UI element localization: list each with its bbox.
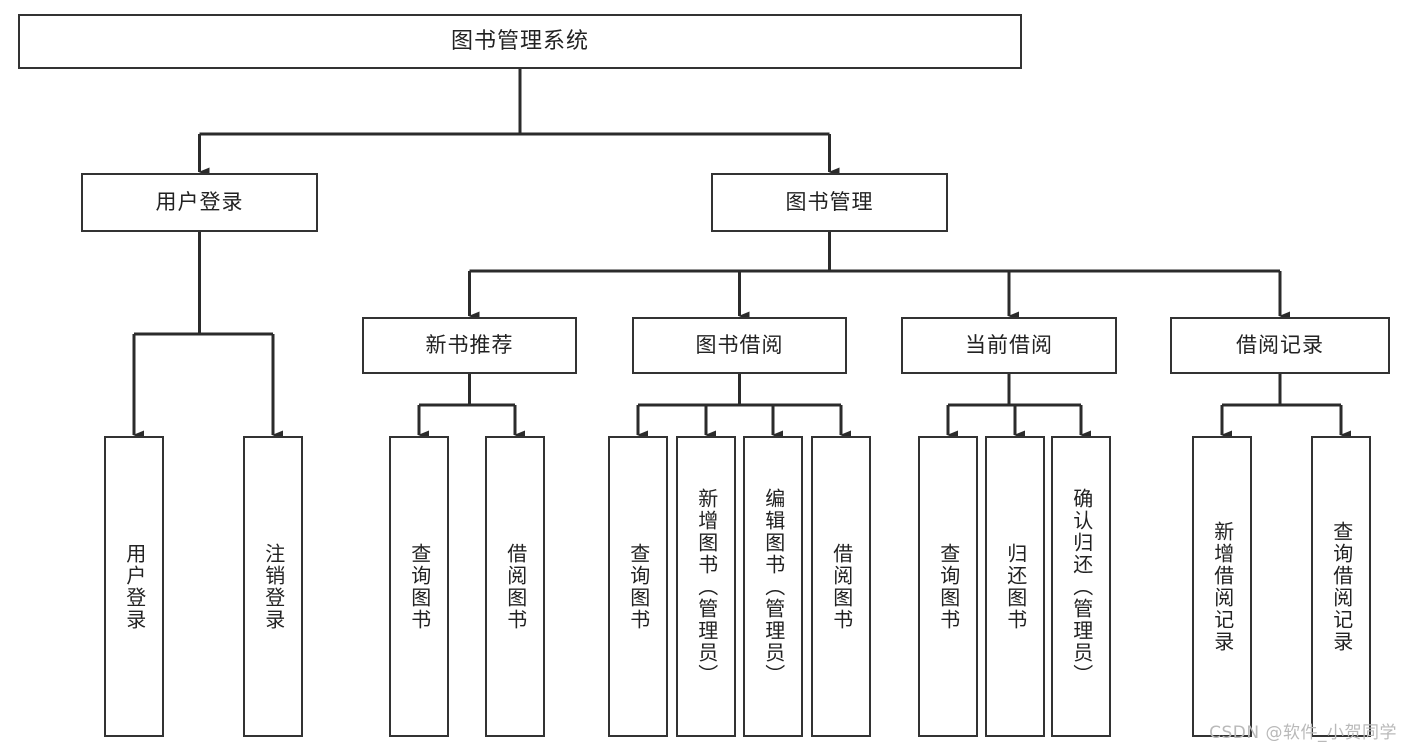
node-label: 新书推荐 <box>425 333 514 358</box>
node-label: 借阅记录 <box>1236 333 1324 358</box>
node-current-borrowing[interactable]: 当前借阅 <box>901 317 1117 374</box>
csdn-watermark: CSDN @软件_小贺同学 <box>1209 723 1397 743</box>
node-leaf-return-book[interactable]: 归还图书 <box>985 436 1045 737</box>
node-label: 图书借阅 <box>695 333 784 358</box>
node-leaf-query-book-2[interactable]: 查询图书 <box>608 436 668 737</box>
node-leaf-edit-book[interactable]: 编辑图书（管理员） <box>743 436 803 737</box>
node-leaf-borrow-book-1[interactable]: 借阅图书 <box>485 436 545 737</box>
node-leaf-logout[interactable]: 注销登录 <box>243 436 303 737</box>
node-label: 图书管理系统 <box>450 28 589 54</box>
node-label: 编辑图书（管理员） <box>761 487 786 686</box>
node-label: 新增图书（管理员） <box>694 487 719 686</box>
node-new-book-recommendation[interactable]: 新书推荐 <box>362 317 577 374</box>
node-root-system[interactable]: 图书管理系统 <box>18 14 1022 69</box>
node-label: 确认归还（管理员） <box>1069 487 1094 686</box>
node-leaf-add-record[interactable]: 新增借阅记录 <box>1192 436 1252 737</box>
node-label: 图书管理 <box>785 190 874 215</box>
node-label: 新增借阅记录 <box>1210 520 1235 653</box>
node-user-login[interactable]: 用户登录 <box>81 173 318 232</box>
node-label: 查询图书 <box>626 542 651 631</box>
node-label: 注销登录 <box>261 542 286 631</box>
node-label: 借阅图书 <box>503 542 528 631</box>
node-leaf-add-book[interactable]: 新增图书（管理员） <box>676 436 736 737</box>
node-label: 查询图书 <box>936 542 961 631</box>
node-leaf-query-record[interactable]: 查询借阅记录 <box>1311 436 1371 737</box>
node-borrowing-records[interactable]: 借阅记录 <box>1170 317 1390 374</box>
connector-lines <box>132 69 1351 440</box>
node-book-management[interactable]: 图书管理 <box>711 173 948 232</box>
node-label: 用户登录 <box>155 190 244 215</box>
node-book-borrowing[interactable]: 图书借阅 <box>632 317 847 374</box>
node-label: 查询图书 <box>407 542 432 631</box>
node-label: 用户登录 <box>122 542 147 631</box>
node-leaf-confirm-return[interactable]: 确认归还（管理员） <box>1051 436 1111 737</box>
node-label: 借阅图书 <box>829 542 854 631</box>
node-leaf-query-book-1[interactable]: 查询图书 <box>389 436 449 737</box>
node-label: 查询借阅记录 <box>1329 520 1354 653</box>
node-label: 当前借阅 <box>965 333 1053 358</box>
node-leaf-query-book-3[interactable]: 查询图书 <box>918 436 978 737</box>
node-leaf-borrow-book-2[interactable]: 借阅图书 <box>811 436 871 737</box>
node-label: 归还图书 <box>1003 542 1028 631</box>
node-leaf-user-login[interactable]: 用户登录 <box>104 436 164 737</box>
